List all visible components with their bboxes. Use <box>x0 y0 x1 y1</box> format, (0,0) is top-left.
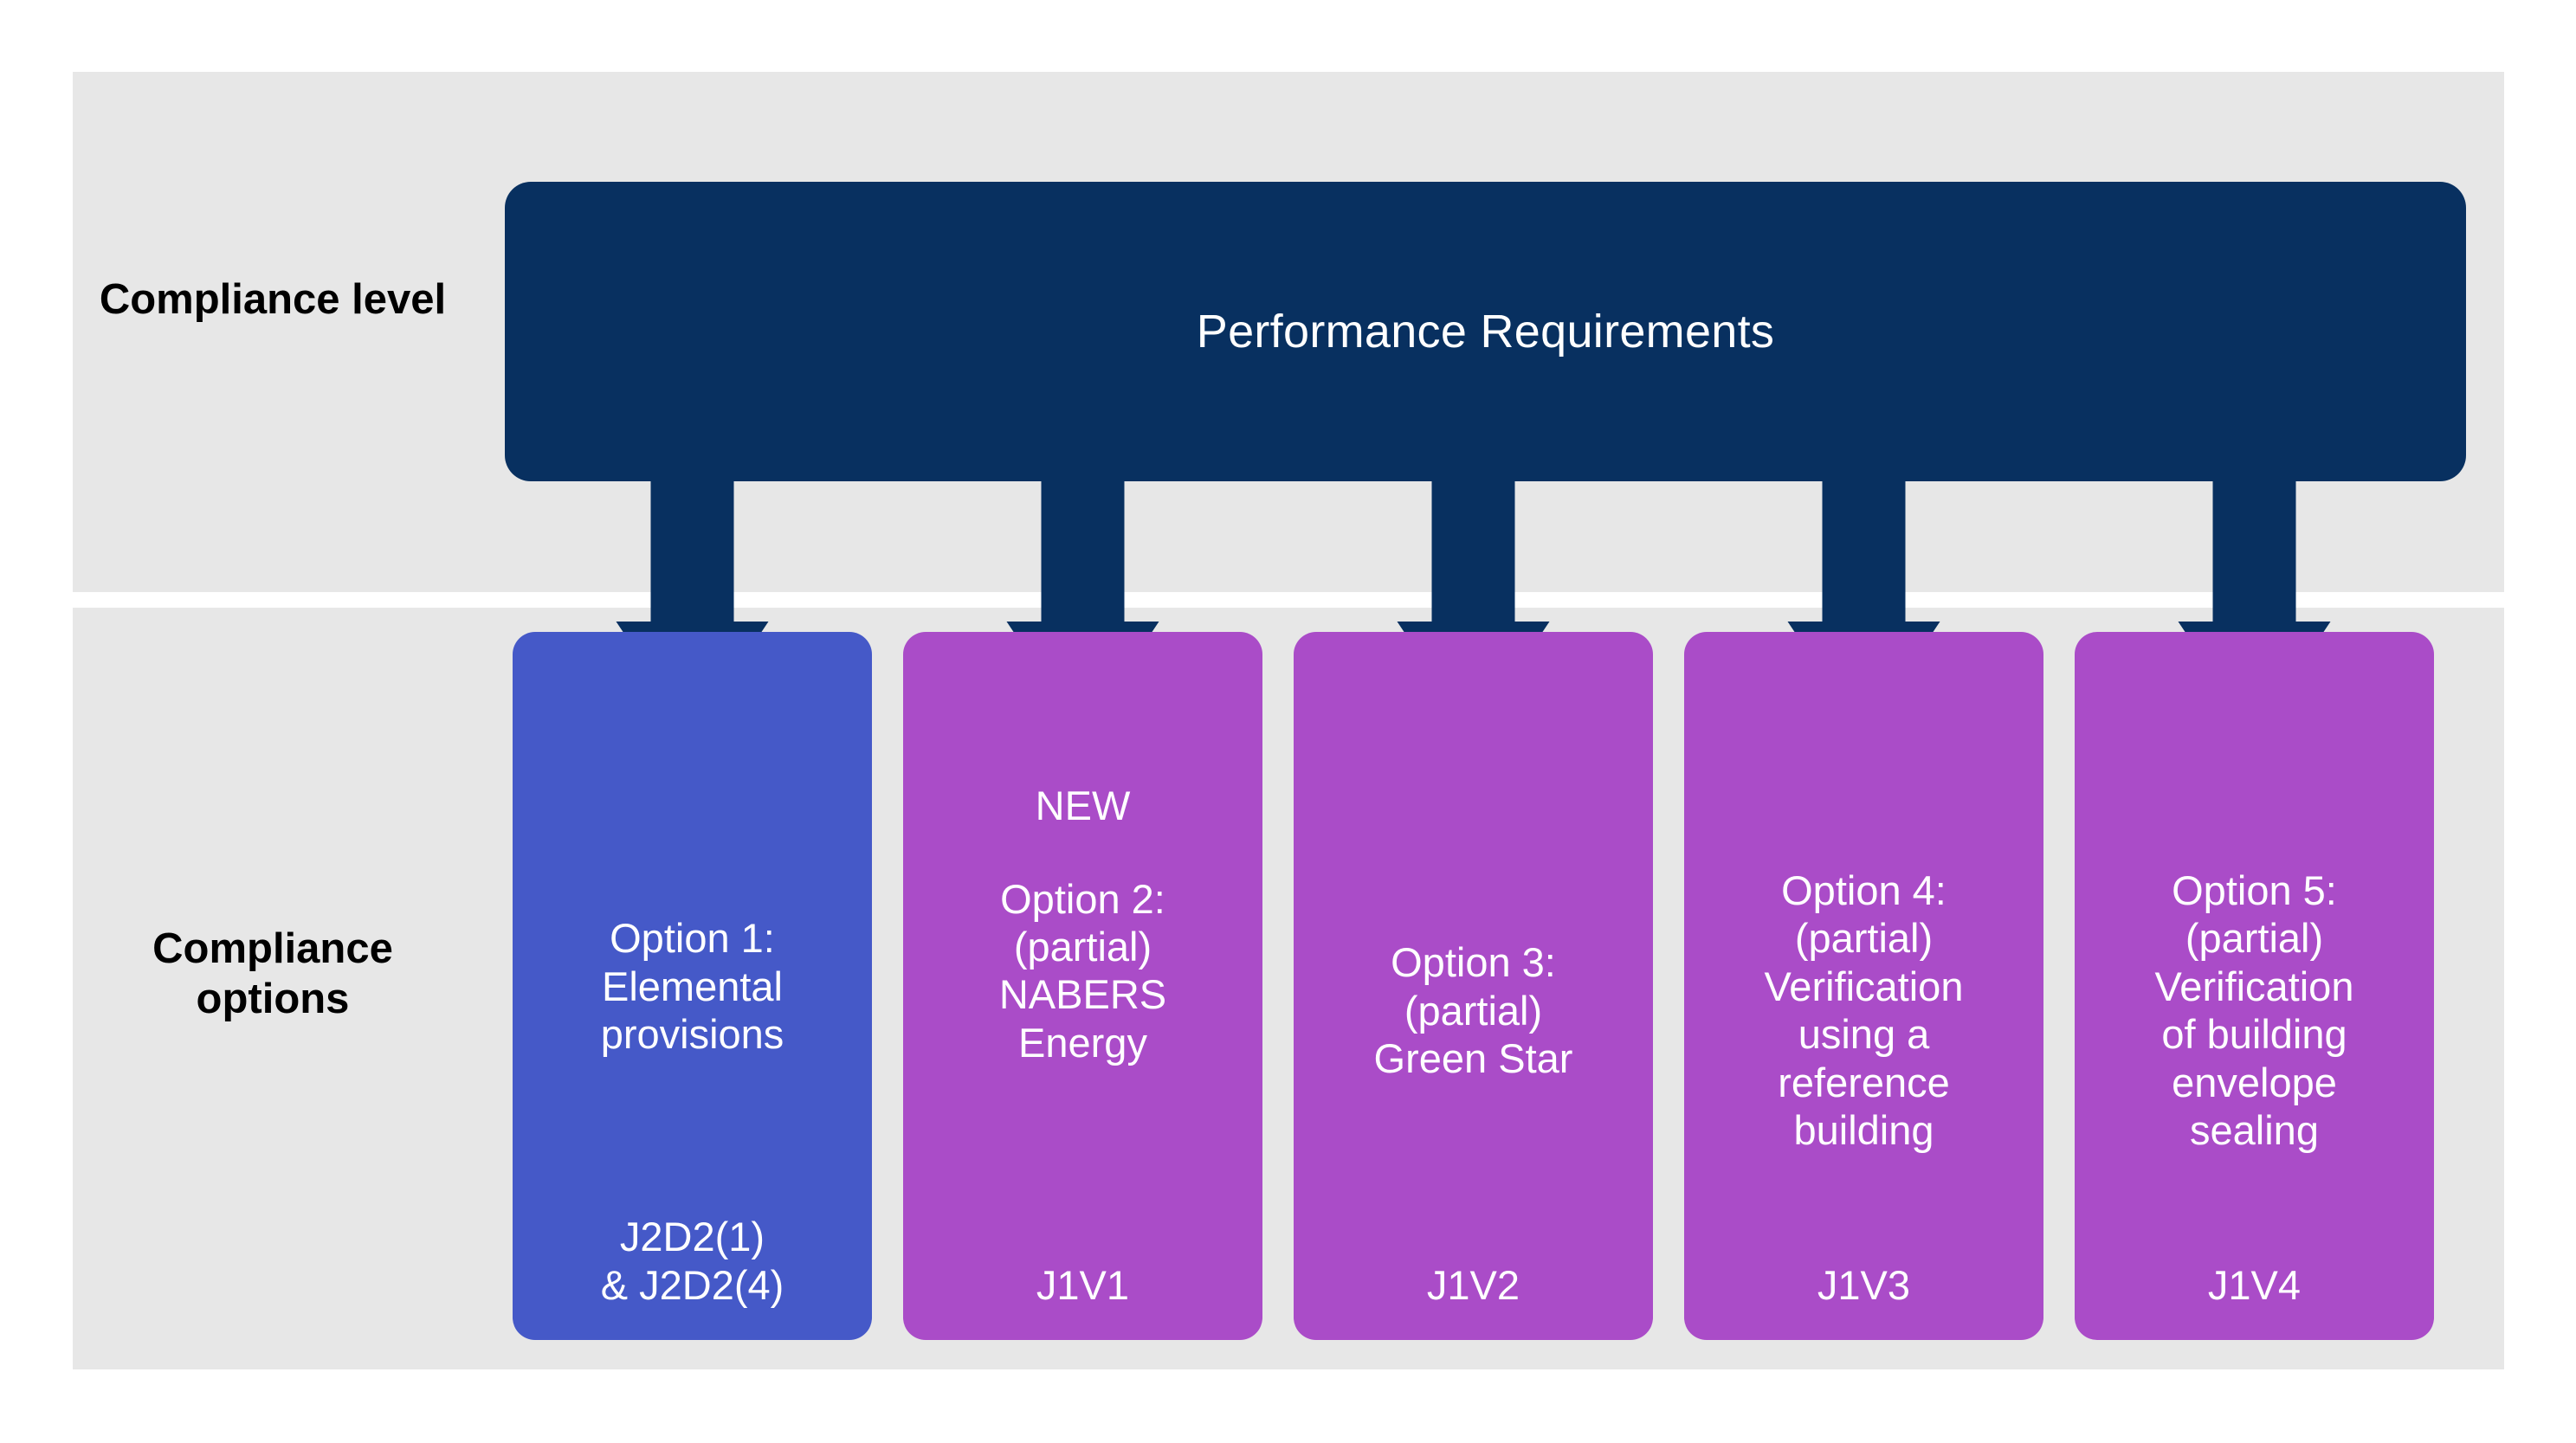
card-title: Option 1: Elemental provisions <box>600 915 784 1058</box>
performance-requirements-title: Performance Requirements <box>1196 306 1775 358</box>
card-code: J1V4 <box>2207 1261 2302 1308</box>
card-code: J2D2(1) & J2D2(4) <box>600 1214 784 1308</box>
card-body: Option 1: Elemental provisions <box>528 760 856 1213</box>
performance-requirements-banner: Performance Requirements <box>505 182 2466 481</box>
compliance-option-card[interactable]: Option 4: (partial) Verification using a… <box>1684 632 2043 1340</box>
card-code: J1V2 <box>1426 1261 1520 1308</box>
card-title: Option 2: (partial) NABERS Energy <box>998 875 1167 1066</box>
compliance-option-card[interactable]: NEW Option 2: (partial) NABERS Energy J1… <box>903 632 1262 1340</box>
card-title: Option 4: (partial) Verification using a… <box>1764 866 1964 1154</box>
card-code: J1V1 <box>1036 1261 1130 1308</box>
compliance-option-card[interactable]: Option 5: (partial) Verification of buil… <box>2075 632 2434 1340</box>
card-body: Option 5: (partial) Verification of buil… <box>2090 760 2418 1261</box>
card-body: NEW Option 2: (partial) NABERS Energy <box>919 760 1247 1261</box>
card-new-badge: NEW <box>1035 783 1131 828</box>
card-body: Option 4: (partial) Verification using a… <box>1700 760 2028 1261</box>
compliance-option-card[interactable]: Option 1: Elemental provisions J2D2(1) &… <box>513 632 872 1340</box>
card-title: Option 3: (partial) Green Star <box>1373 939 1573 1081</box>
compliance-level-row-label: Compliance level <box>99 276 447 323</box>
card-body: Option 3: (partial) Green Star <box>1309 760 1637 1261</box>
card-code: J1V3 <box>1817 1261 1911 1308</box>
compliance-options-row-label: Compliance options <box>152 925 393 1022</box>
card-title: Option 5: (partial) Verification of buil… <box>2154 866 2354 1154</box>
compliance-option-card[interactable]: Option 3: (partial) Green Star J1V2 <box>1294 632 1653 1340</box>
